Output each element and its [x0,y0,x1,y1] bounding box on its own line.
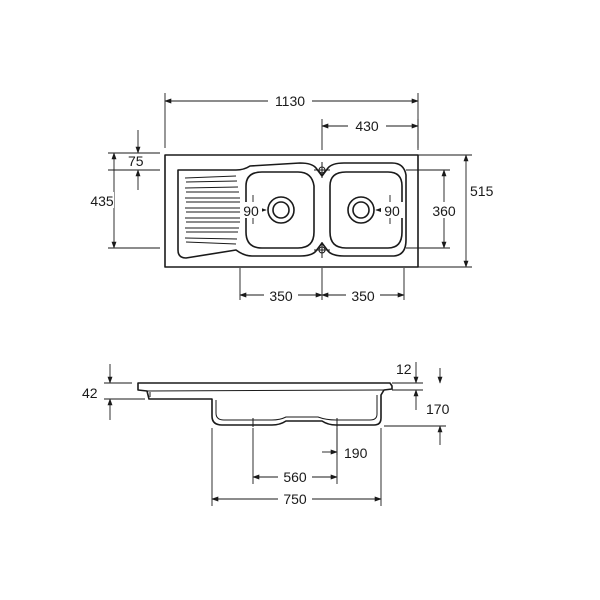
dim-360-label: 360 [432,203,456,219]
dim-bowl-length: 750 [211,428,382,507]
waste-stubs [252,418,338,427]
right-bowl [329,171,403,249]
dim-750-label: 750 [283,491,307,507]
dim-bowl-depth-side: 170 [384,368,450,445]
top-view: 1130 430 75 435 360 [80,92,503,304]
dim-bowl-depth: 360 [406,169,462,249]
sink-profile-outer [137,382,393,426]
dim-shallow-depth: 190 [322,426,368,461]
dim-12-label: 12 [396,361,412,377]
dim-42-label: 42 [82,385,98,401]
drainer-grooves [184,175,240,245]
dim-350-left-label: 350 [269,288,293,304]
dim-1130-label: 1130 [275,93,305,109]
dim-190-label: 190 [344,445,368,461]
dim-75-label: 75 [128,153,144,169]
dim-430-label: 430 [355,118,379,134]
dim-overall-depth: 515 [418,154,503,268]
right-waste-outlet [347,196,375,224]
dim-bowl-offset: 430 [321,117,419,150]
dim-90-left-label: 90 [243,203,259,219]
tap-hole-marker-top [314,162,330,178]
tap-hole-marker-bottom [314,242,330,258]
dim-435-label: 435 [90,193,114,209]
dim-515-label: 515 [470,183,494,199]
dim-90-right-label: 90 [384,203,400,219]
left-bowl [245,171,315,249]
dim-waste-spacing: 560 [252,428,338,485]
dim-drainboard-drop: 42 [82,364,145,420]
dim-drainboard-depth: 435 [80,152,160,249]
dim-560-label: 560 [283,469,307,485]
sink-inner-contour [177,162,407,259]
sink-outline [164,154,419,268]
dim-drainboard-rim: 75 [108,130,160,190]
dim-170-label: 170 [426,401,450,417]
dim-350-right-label: 350 [351,288,375,304]
sink-profile-inner [146,389,385,421]
side-view: 12 42 170 190 560 [82,361,450,507]
dim-right-waste: 90 [375,195,403,224]
dim-left-waste: 90 [240,195,267,224]
dim-bowl-widths: 350 350 [239,268,405,304]
dim-rim-thickness: 12 [392,361,423,410]
left-waste-outlet [267,196,295,224]
